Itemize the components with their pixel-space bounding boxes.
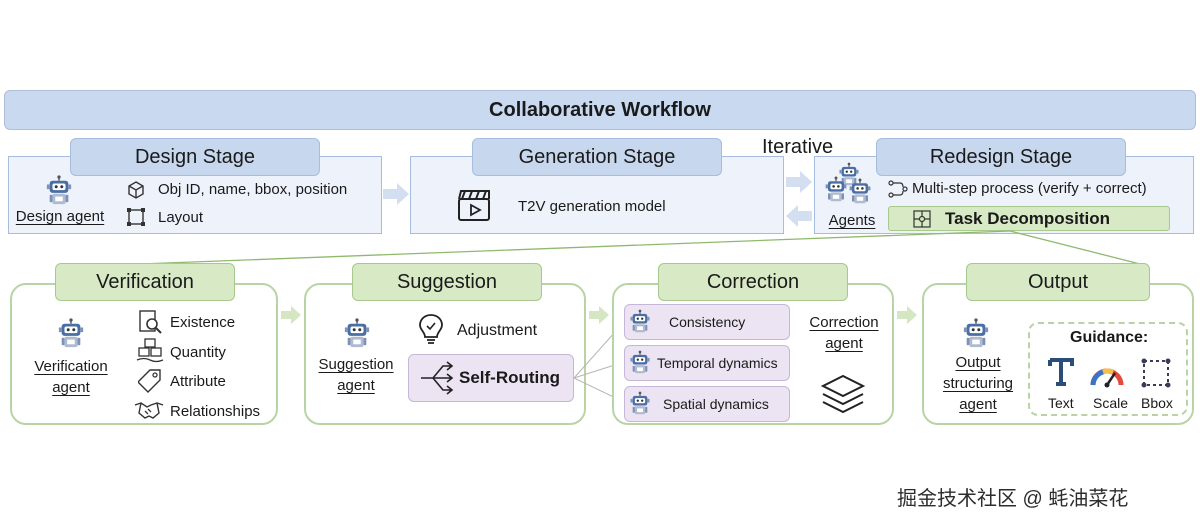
gauge-icon [1089,357,1125,389]
design-agent-label: Design agent [15,208,105,225]
temporal-dynamics-box: Temporal dynamics [624,345,790,381]
workflow-title: Collaborative Workflow [489,98,711,121]
output-title: Output [966,263,1150,301]
robot-icon [629,350,651,376]
redesign-stage-title: Redesign Stage [876,138,1126,176]
arrow-right-icon [281,305,301,325]
workflow-steps-icon [888,180,908,198]
suggestion-agent-label: Suggestion agent [318,356,394,394]
correction-title: Correction [658,263,848,301]
design-item-layout: Layout [158,209,204,226]
adjustment-label: Adjustment [457,322,538,339]
arrow-right-icon [897,305,917,325]
design-item-obj: Obj ID, name, bbox, position [158,181,348,198]
layout-icon [126,207,146,227]
guidance-label: Guidance: [1070,329,1149,346]
verification-item-relationships: Relationships [170,403,261,420]
guidance-scale-label: Scale [1093,395,1129,411]
suggestion-title: Suggestion [352,263,542,301]
robot-icon [629,309,651,335]
guidance-bbox-label: Bbox [1141,395,1173,411]
arrow-right-icon [589,305,609,325]
design-stage-title: Design Stage [70,138,320,176]
consistency-box: Consistency [624,304,790,340]
guidance-box [1028,322,1188,416]
magnifier-icon [138,310,162,334]
verification-item-quantity: Quantity [170,344,226,361]
self-routing-box: Self-Routing [408,354,574,402]
handshake-icon [134,399,164,421]
clapperboard-icon [455,185,493,223]
iterative-label: Iterative [762,136,834,158]
text-icon [1046,356,1076,388]
cube-icon [126,180,146,200]
arrow-right-icon [383,182,409,206]
bbox-icon [1140,357,1172,389]
task-decomposition-label: Task Decomposition [945,208,1110,228]
verification-title: Verification [55,263,235,301]
routing-arrows-icon [419,361,455,395]
verification-agent-label: Verification agent [34,358,108,396]
multi-step-process-label: Multi-step process (verify + correct) [912,180,1147,197]
lightbulb-icon [416,312,446,346]
puzzle-icon [913,209,931,228]
output-agent-label: Output structuring agent [942,354,1014,413]
arrow-left-icon [786,204,812,228]
arrow-right-icon [786,170,812,194]
collaborative-workflow-banner: Collaborative Workflow [4,90,1196,130]
correction-agent-label: Correction agent [809,314,879,352]
task-decomposition-box: Task Decomposition [888,206,1170,231]
redesign-agents-label: Agents [828,212,876,229]
verification-item-existence: Existence [170,314,236,331]
boxes-icon [136,338,164,364]
self-routing-label: Self-Routing [459,368,561,387]
robot-icon [962,318,990,350]
guidance-text-label: Text [1048,395,1074,411]
t2v-model-label: T2V generation model [518,198,666,215]
spatial-dynamics-box: Spatial dynamics [624,386,790,422]
generation-stage-title: Generation Stage [472,138,722,176]
verification-panel [10,283,278,425]
robot-icon [629,391,651,417]
verification-item-attribute: Attribute [170,373,226,390]
layers-icon [820,372,866,416]
tag-icon [138,368,162,394]
watermark: 掘金技术社区 @ 蚝油菜花 [897,488,1129,510]
